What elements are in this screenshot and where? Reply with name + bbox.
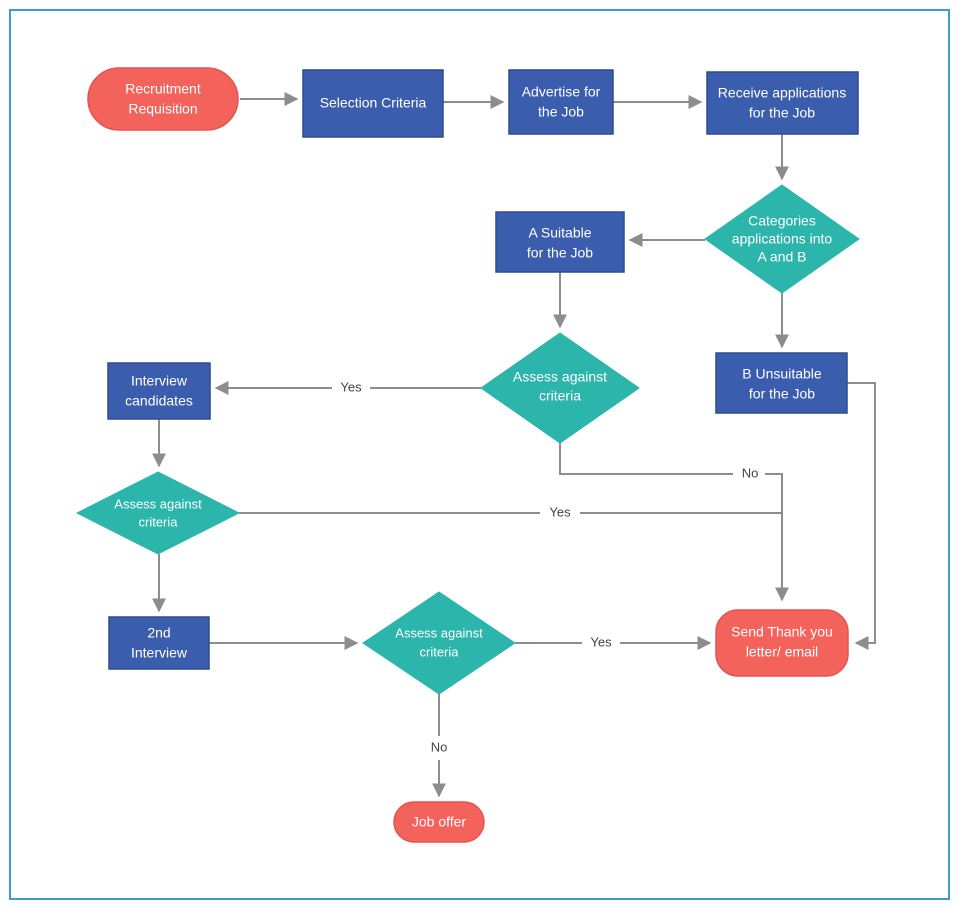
edge-label-yes-assess3: Yes: [590, 634, 612, 649]
node-shape-rectangle[interactable]: [107, 362, 211, 420]
node-job-offer[interactable]: Job offer: [393, 801, 485, 843]
node-label-line: Assess against: [114, 496, 202, 511]
node-label-line: for the Job: [749, 105, 815, 121]
node-label-line: Selection Criteria: [320, 95, 427, 111]
node-assess-against-criteria-2[interactable]: Assess against criteria: [75, 471, 241, 555]
node-label-line: criteria: [539, 388, 581, 404]
node-shape-rectangle[interactable]: [508, 69, 614, 135]
node-label-line: 2nd: [147, 625, 170, 641]
node-label-line: Advertise for: [522, 84, 601, 100]
node-shape-rounded-rectangle[interactable]: [87, 67, 239, 131]
node-label-line: Requisition: [128, 101, 197, 117]
node-receive-applications-for-the-job[interactable]: Receive applications for the Job: [706, 71, 859, 135]
node-shape-rectangle[interactable]: [302, 69, 444, 138]
connectors: [152, 92, 876, 796]
node-categories-applications-into-a-and-b[interactable]: Categories applications into A and B: [704, 184, 860, 294]
node-shape-diamond[interactable]: [704, 184, 860, 294]
node-send-thank-you-letter-email[interactable]: Send Thank you letter/ email: [715, 609, 849, 677]
node-label-line: Interview: [131, 373, 188, 389]
node-label-line: for the Job: [749, 386, 815, 402]
node-label-line: Assess against: [395, 625, 483, 640]
edge-labels: Yes No Yes Yes No: [340, 379, 758, 754]
node-shape-rectangle[interactable]: [108, 616, 210, 670]
node-label-line: for the Job: [527, 245, 593, 261]
node-label-line: Recruitment: [125, 81, 201, 97]
node-label-line: Categories: [748, 213, 816, 229]
node-shape-diamond[interactable]: [75, 471, 241, 555]
node-assess-against-criteria-3[interactable]: Assess against criteria: [362, 591, 516, 695]
node-label-line: the Job: [538, 104, 584, 120]
node-label-line: A Suitable: [528, 225, 591, 241]
edge-assess1-no-down: [559, 443, 782, 600]
node-shape-rectangle[interactable]: [715, 352, 848, 414]
node-b-unsuitable-for-the-job[interactable]: B Unsuitable for the Job: [715, 352, 848, 414]
edge-b-unsuitable-to-thankyou: [847, 382, 876, 650]
node-a-suitable-for-the-job[interactable]: A Suitable for the Job: [495, 211, 625, 273]
node-shape-diamond[interactable]: [480, 332, 640, 444]
node-second-interview[interactable]: 2nd Interview: [108, 616, 210, 670]
node-label-line: Send Thank you: [731, 624, 833, 640]
node-label-line: applications into: [732, 231, 833, 247]
edge-label-yes-assess2: Yes: [549, 504, 571, 519]
node-shape-diamond[interactable]: [362, 591, 516, 695]
node-shape-rounded-rectangle[interactable]: [393, 801, 485, 843]
node-recruitment-requisition[interactable]: Recruitment Requisition: [87, 67, 239, 131]
node-assess-against-criteria-1[interactable]: Assess against criteria: [480, 332, 640, 444]
node-label-line: Assess against: [513, 369, 607, 385]
node-interview-candidates[interactable]: Interview candidates: [107, 362, 211, 420]
node-selection-criteria[interactable]: Selection Criteria: [302, 69, 444, 138]
node-shape-rounded-rectangle[interactable]: [715, 609, 849, 677]
node-label-line: Receive applications: [718, 85, 846, 101]
node-label-line: criteria: [138, 514, 178, 529]
edge-label-no-assess3: No: [431, 739, 448, 754]
node-label-line: letter/ email: [746, 644, 818, 660]
node-label-line: criteria: [419, 644, 459, 659]
edge-label-yes-assess1: Yes: [340, 379, 362, 394]
node-shape-rectangle[interactable]: [706, 71, 859, 135]
node-advertise-for-the-job[interactable]: Advertise for the Job: [508, 69, 614, 135]
node-label-line: A and B: [757, 249, 806, 265]
node-label-line: Interview: [131, 645, 188, 661]
edge-label-no-assess1: No: [742, 465, 759, 480]
node-label-line: candidates: [125, 393, 193, 409]
node-label-line: Job offer: [412, 814, 467, 830]
node-shape-rectangle[interactable]: [495, 211, 625, 273]
node-label-line: B Unsuitable: [742, 366, 822, 382]
